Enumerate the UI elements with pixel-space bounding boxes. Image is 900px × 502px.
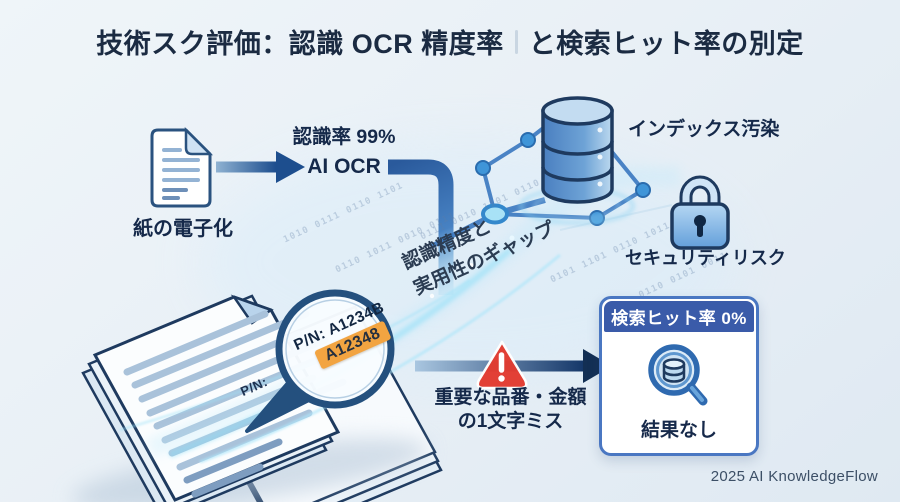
error-line1: 重要な品番・金額 <box>434 387 587 408</box>
search-database-icon <box>648 344 708 406</box>
search-hit-rate-header: 検索ヒット率 0% <box>604 301 754 332</box>
network-node <box>520 132 536 148</box>
ocr-block: 認識率 99% AI OCR <box>268 125 420 181</box>
paper-document-icon <box>150 126 214 208</box>
title-part2: と検索ヒット率の別定 <box>528 29 804 59</box>
database-icon <box>519 96 635 225</box>
security-risk-label: セキュリティリスク <box>625 248 786 268</box>
lock-icon <box>670 175 730 250</box>
network-node <box>635 182 651 198</box>
warning-icon <box>476 340 528 390</box>
ocr-name-label: AI OCR <box>307 155 381 179</box>
credit-text: 2025 AI KnowledgeFlow <box>710 468 878 485</box>
ocr-rate-label: 認識率 99% <box>292 126 396 148</box>
title-divider <box>514 29 518 54</box>
paper-digitization-label: 紙の電子化 <box>133 218 233 240</box>
error-line2: の1文字ミス <box>457 410 564 432</box>
network-hub-node <box>481 203 509 225</box>
error-caption: 重要な品番・金額 の1文字ミス <box>423 386 598 434</box>
page-title: 技術スク評価：認識 OCR 精度率 と検索ヒット率の別定 <box>0 22 900 61</box>
title-part1: 技術スク評価：認識 OCR 精度率 <box>96 29 504 59</box>
ocr-flow-pipe <box>388 159 454 295</box>
index-pollution-label: インデックス汚染 <box>628 119 780 140</box>
no-result-label: 結果なし <box>640 420 717 441</box>
network-node <box>475 160 491 176</box>
search-result-panel: 検索ヒット率 0% 結果なし <box>599 296 759 456</box>
arrow-scan <box>216 151 305 183</box>
search-result-body: 結果なし <box>640 332 718 453</box>
